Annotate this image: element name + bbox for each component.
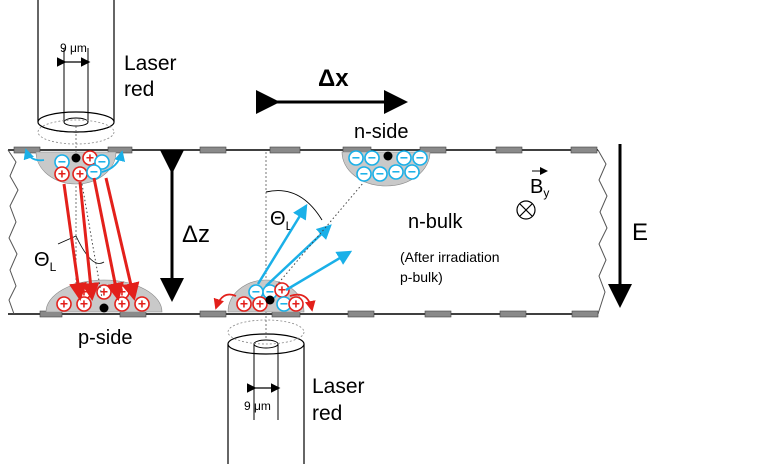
svg-text:−: − xyxy=(90,164,98,180)
svg-text:+: + xyxy=(86,150,94,166)
bottom-laser-color-label: red xyxy=(312,402,342,425)
electron-drift-dotted xyxy=(275,181,365,287)
svg-text:+: + xyxy=(58,166,66,182)
svg-text:−: − xyxy=(392,164,400,180)
delta-z-label: Δz xyxy=(182,221,210,248)
svg-text:+: + xyxy=(60,296,68,312)
electron-charge: − xyxy=(396,150,412,166)
bottom-strips xyxy=(39,310,599,318)
electron-charge: − xyxy=(372,166,388,182)
electron-charge: − xyxy=(364,150,380,166)
after-irradiation-line1: (After irradiation xyxy=(400,249,500,265)
svg-text:+: + xyxy=(76,166,84,182)
laser-spot-dot xyxy=(71,153,81,163)
svg-text:+: + xyxy=(240,296,248,312)
svg-text:+: + xyxy=(256,296,264,312)
laser-spot-dot xyxy=(99,303,109,313)
hole-charge: + xyxy=(54,166,70,182)
electron-drift-arrows xyxy=(256,203,353,292)
svg-text:−: − xyxy=(400,150,408,166)
svg-text:−: − xyxy=(416,150,424,166)
bottom-fiber-width-label: 9 μm xyxy=(244,399,271,413)
svg-text:+: + xyxy=(292,296,300,312)
n-bulk-label: n-bulk xyxy=(408,211,463,233)
hole-drift-dotted xyxy=(81,183,103,299)
laser-spot-dot xyxy=(383,151,393,161)
electron-charge: − xyxy=(404,164,420,180)
svg-text:−: − xyxy=(376,166,384,182)
theta-right-arc xyxy=(265,190,323,221)
hole-charge: + xyxy=(236,296,252,312)
svg-text:−: − xyxy=(408,164,416,180)
electron-charge: − xyxy=(388,164,404,180)
svg-text:−: − xyxy=(368,150,376,166)
bottom-laser-label: Laser xyxy=(312,375,365,398)
svg-text:−: − xyxy=(360,166,368,182)
svg-text:+: + xyxy=(138,296,146,312)
bottom-laser-fiber xyxy=(227,152,305,464)
electron-charge: − xyxy=(94,154,110,170)
top-fiber-width-label: 9 μm xyxy=(60,41,87,55)
curved-arrows xyxy=(23,148,316,312)
electron-charge: − xyxy=(412,150,428,166)
svg-text:−: − xyxy=(280,296,288,312)
hole-charge: + xyxy=(288,296,304,312)
svg-text:+: + xyxy=(100,284,108,300)
electron-charge: − xyxy=(348,150,364,166)
b-field-label: By xyxy=(530,176,549,200)
svg-text:+: + xyxy=(118,296,126,312)
theta-right-label: ΘL xyxy=(270,208,293,233)
after-irradiation-line2: p-bulk) xyxy=(400,269,443,285)
field-e-label: E xyxy=(632,219,648,246)
svg-text:+: + xyxy=(278,282,286,298)
top-laser-color-label: red xyxy=(124,78,154,101)
svg-text:−: − xyxy=(98,154,106,170)
svg-text:−: − xyxy=(58,154,66,170)
svg-text:−: − xyxy=(266,284,274,300)
b-field-symbol xyxy=(516,167,548,220)
electron-charge: − xyxy=(356,166,372,182)
svg-text:+: + xyxy=(80,296,88,312)
top-laser-label: Laser xyxy=(124,52,177,75)
hole-drift-arrows xyxy=(62,177,140,301)
p-side-label: p-side xyxy=(78,327,132,349)
svg-text:−: − xyxy=(352,150,360,166)
theta-left-label: ΘL xyxy=(34,249,57,274)
top-laser-fiber xyxy=(37,0,115,312)
delta-x-label: Δx xyxy=(318,65,349,92)
electron-charge: − xyxy=(86,164,102,180)
n-side-label: n-side xyxy=(354,121,408,143)
laser-spot-dot xyxy=(265,295,275,305)
hole-charge: + xyxy=(252,296,268,312)
theta-left-arc xyxy=(75,235,105,264)
svg-text:−: − xyxy=(252,284,260,300)
hole-charge: + xyxy=(56,296,72,312)
